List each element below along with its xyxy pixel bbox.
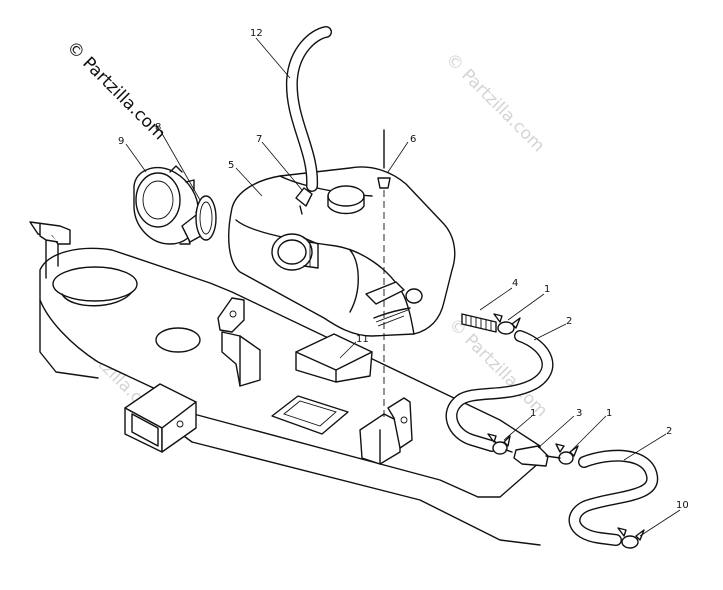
callout-labels: 12 9 8 7 5 6 4 1 2 11 1 3 1 2 10 <box>118 28 689 511</box>
callout-5: 5 <box>228 160 234 171</box>
callout-11: 11 <box>356 334 369 345</box>
fuel-cap <box>133 165 217 245</box>
callout-7: 7 <box>256 134 262 145</box>
callout-6: 6 <box>410 134 416 145</box>
callout-2-top: 2 <box>566 316 572 327</box>
fuel-hose-lower <box>568 449 659 546</box>
callout-12: 12 <box>250 28 263 39</box>
hose-clamps <box>487 313 645 549</box>
callout-8: 8 <box>155 122 161 133</box>
callout-3: 3 <box>576 408 582 419</box>
callout-4: 4 <box>512 278 518 289</box>
callout-1-right: 1 <box>606 408 612 419</box>
clamp-middle-right <box>555 443 579 465</box>
callout-1-top: 1 <box>544 284 550 295</box>
callout-9: 9 <box>118 136 124 147</box>
hose-fitting <box>461 313 497 333</box>
leader-lines <box>125 37 681 537</box>
frame-crossmember <box>29 221 541 546</box>
fuel-strainer-rod <box>377 129 391 189</box>
inline-fuel-filter <box>505 445 561 467</box>
watermark-primary: © Partzilla.com <box>62 37 169 144</box>
callout-10: 10 <box>676 500 689 511</box>
clamp-lower <box>617 527 645 549</box>
fuel-hose-upper <box>445 330 554 452</box>
callout-2-bottom: 2 <box>666 426 672 437</box>
fuel-tank <box>228 166 456 337</box>
clamp-upper <box>493 313 521 335</box>
clamp-middle-left <box>487 433 511 455</box>
callout-1-middle: 1 <box>530 408 536 419</box>
vent-hose <box>285 26 332 192</box>
watermark-faded-top-right: © Partzilla.com <box>441 49 548 156</box>
